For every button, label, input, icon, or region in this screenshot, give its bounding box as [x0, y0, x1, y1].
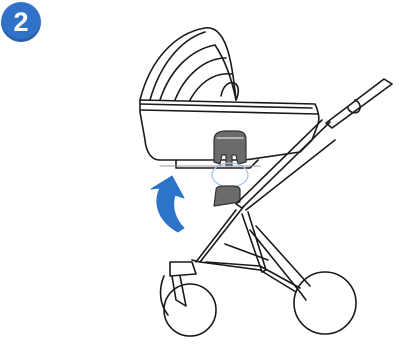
front-wheel	[161, 262, 216, 336]
upward-arrow-icon	[151, 176, 184, 232]
carrycot-adapter-upper	[214, 131, 246, 166]
rear-wheel	[294, 272, 356, 334]
carrycot-hood	[140, 28, 238, 100]
attachment-highlight-circle	[212, 163, 248, 187]
